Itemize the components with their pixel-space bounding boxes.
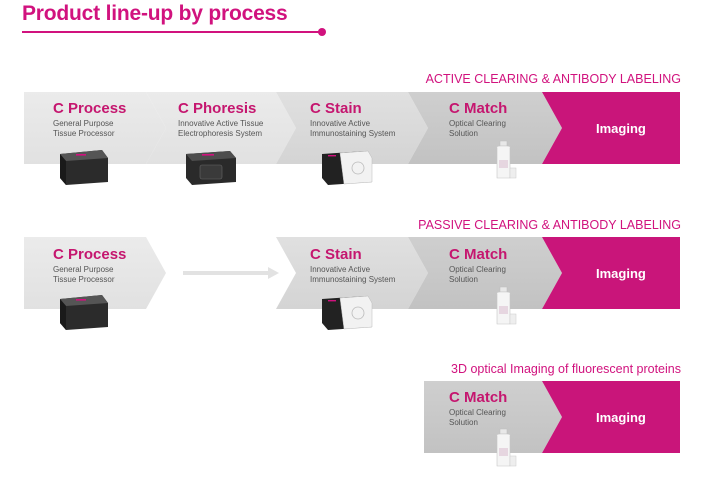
- stage-description: General Purpose Tissue Processor: [53, 265, 115, 284]
- imaging-label: Imaging: [596, 121, 646, 136]
- imaging-label: Imaging: [596, 410, 646, 425]
- stage-shape-c-match: [408, 92, 562, 164]
- stage-shape-imaging: [542, 237, 680, 309]
- stage-description: Optical Clearing Solution: [449, 119, 506, 138]
- stage-shape-c-process: [24, 237, 166, 309]
- stage-name: C Match: [449, 389, 508, 406]
- stage-description: Optical Clearing Solution: [449, 265, 506, 284]
- stage-name: C Phoresis: [178, 100, 257, 117]
- stage-name: C Process: [53, 246, 127, 263]
- row-label-active: ACTIVE CLEARING & ANTIBODY LABELING: [425, 72, 681, 86]
- stage-shape-c-stain: [276, 92, 428, 164]
- row-label-passive: PASSIVE CLEARING & ANTIBODY LABELING: [418, 218, 681, 232]
- stage-description: Optical Clearing Solution: [449, 408, 506, 427]
- stage-shape-c-stain: [276, 237, 428, 309]
- stage-shape-c-match: [424, 381, 562, 453]
- stage-shape-imaging: [542, 381, 680, 453]
- title-underline: [22, 31, 322, 33]
- title-underline-dot: [318, 28, 326, 36]
- stage-name: C Stain: [310, 100, 362, 117]
- stage-description: Innovative Active Immunostaining System: [310, 119, 396, 138]
- stage-name: C Match: [449, 246, 508, 263]
- stage-name: C Match: [449, 100, 508, 117]
- solution-bottle-icon: [496, 140, 517, 179]
- stage-shape-c-phoresis: [146, 92, 296, 164]
- solution-bottle-icon: [496, 428, 517, 467]
- electrophoresis-device-icon: [186, 151, 236, 185]
- stainer-device-icon: [322, 150, 373, 185]
- processor-device-icon: [60, 150, 108, 185]
- stage-name: C Stain: [310, 246, 362, 263]
- stage-shape-imaging: [542, 92, 680, 164]
- processor-device-icon: [60, 295, 108, 330]
- row-label-fluorescent: 3D optical Imaging of fluorescent protei…: [451, 362, 681, 376]
- stage-name: C Process: [53, 100, 127, 117]
- stage-description: Innovative Active Tissue Electrophoresis…: [178, 119, 264, 138]
- stainer-device-icon: [322, 295, 373, 330]
- stage-shape-c-process: [24, 92, 166, 164]
- stage-description: Innovative Active Immunostaining System: [310, 265, 396, 284]
- page-title: Product line-up by process: [22, 2, 288, 25]
- imaging-label: Imaging: [596, 266, 646, 281]
- skip-arrow-head: [268, 267, 279, 279]
- stage-description: General Purpose Tissue Processor: [53, 119, 115, 138]
- stage-shape-c-match: [408, 237, 562, 309]
- solution-bottle-icon: [496, 286, 517, 325]
